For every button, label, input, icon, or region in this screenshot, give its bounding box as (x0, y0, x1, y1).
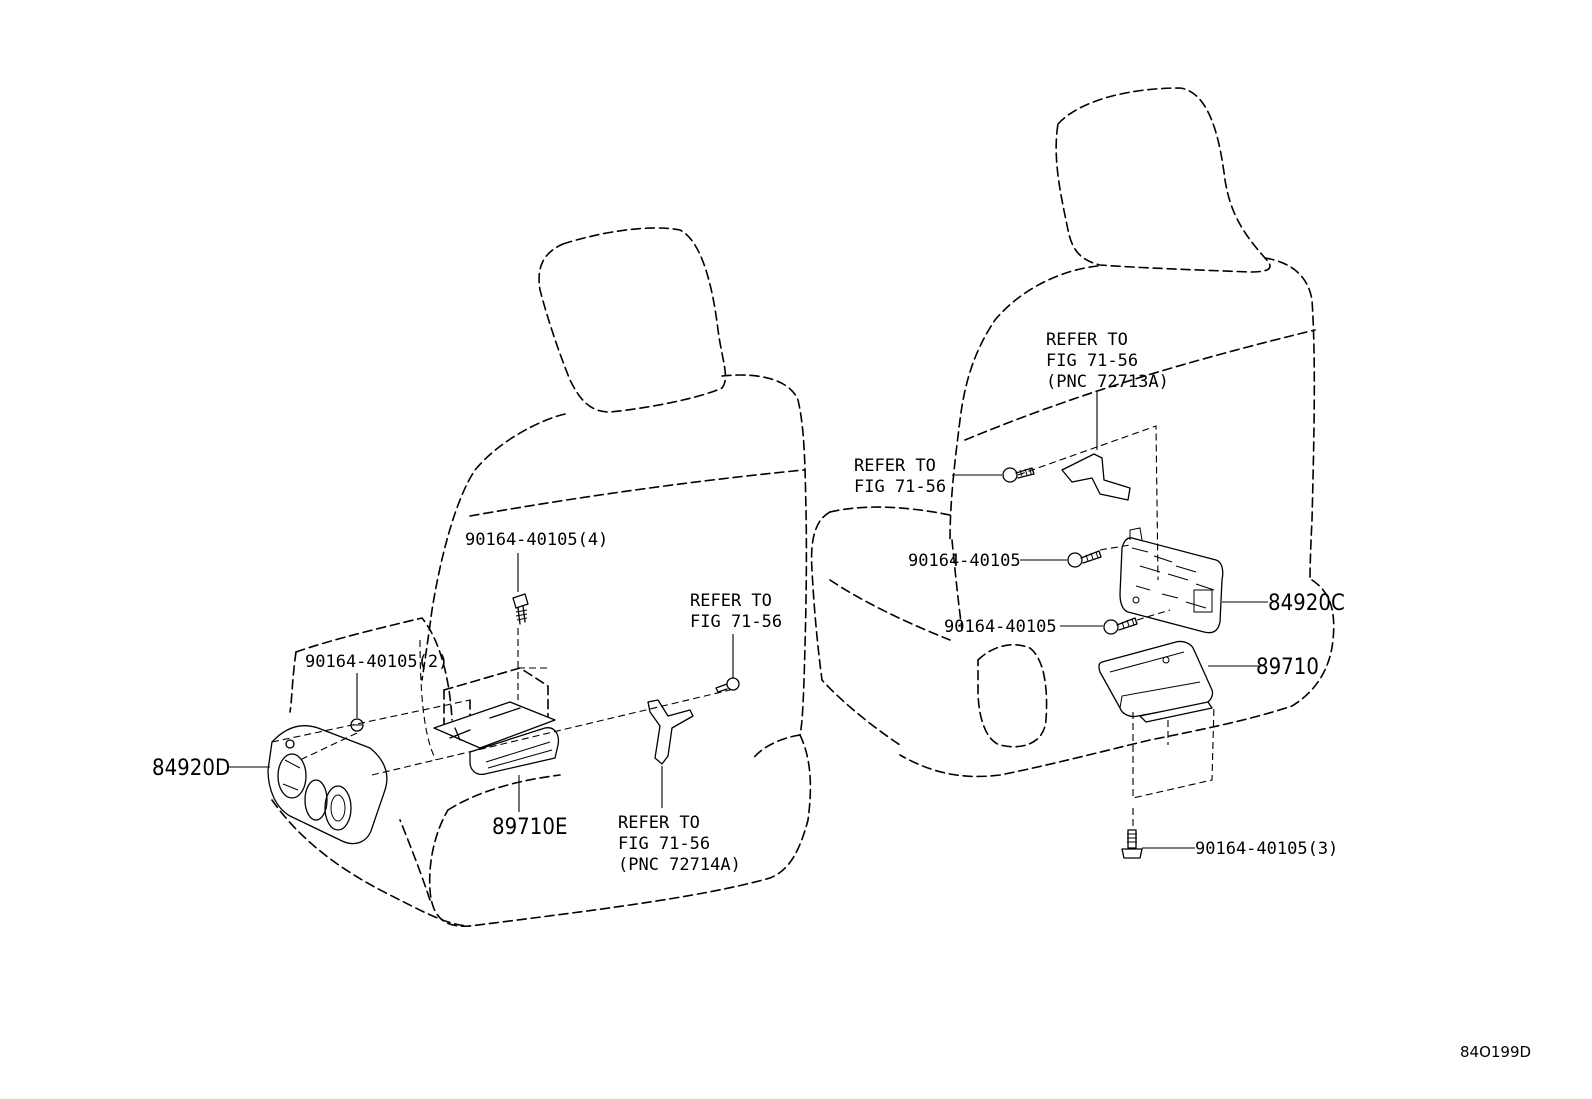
right-leaders (952, 392, 1268, 849)
label-refer-upper-line1: REFER TO (690, 591, 772, 611)
seat-switch-84920d (267, 725, 388, 845)
label-part-84920c: 84920C (1268, 591, 1345, 616)
bracket-84920c (1119, 527, 1224, 634)
label-bolt-90164-40105-4: 90164-40105(4) (465, 530, 608, 550)
left-bolt-top (512, 593, 529, 625)
label-refer-lower-line1: REFER TO (618, 813, 700, 833)
module-89710 (1098, 640, 1214, 723)
right-seat-outline (810, 87, 1335, 778)
label-refer-upper-line2: FIG 71-56 (690, 612, 782, 632)
right-guides (1017, 425, 1215, 826)
label-refer-top-line2: FIG 71-56 (1046, 351, 1138, 371)
right-trim-bracket (1061, 453, 1131, 501)
label-bolt-90164-40105-b: 90164-40105 (944, 617, 1057, 637)
left-clip-screw (715, 677, 740, 693)
left-seat-outline (271, 227, 812, 928)
label-part-84920d: 84920D (152, 756, 230, 781)
label-part-89710: 89710 (1256, 655, 1319, 680)
label-refer-left-line1: REFER TO (854, 456, 936, 476)
left-leaders (227, 553, 734, 812)
module-89710e (433, 667, 560, 776)
left-guides (271, 628, 731, 776)
right-screw-bottom (1121, 829, 1143, 859)
left-trim-bracket (647, 699, 694, 765)
right-screw-mid (1067, 550, 1102, 568)
label-refer-top-line3: (PNC 72713A) (1046, 372, 1169, 392)
label-bolt-90164-40105-a: 90164-40105 (908, 551, 1021, 571)
figure-code: 84O199D (1460, 1043, 1531, 1061)
label-refer-left-line2: FIG 71-56 (854, 477, 946, 497)
label-refer-lower-line2: FIG 71-56 (618, 834, 710, 854)
label-refer-lower-line3: (PNC 72714A) (618, 855, 741, 875)
label-part-89710e: 89710E (492, 815, 567, 840)
label-bolt-90164-40105-3: 90164-40105(3) (1195, 839, 1338, 859)
right-screw-low (1103, 617, 1138, 635)
label-bolt-90164-40105-2: 90164-40105(2) (305, 652, 448, 672)
label-refer-top-line1: REFER TO (1046, 330, 1128, 350)
